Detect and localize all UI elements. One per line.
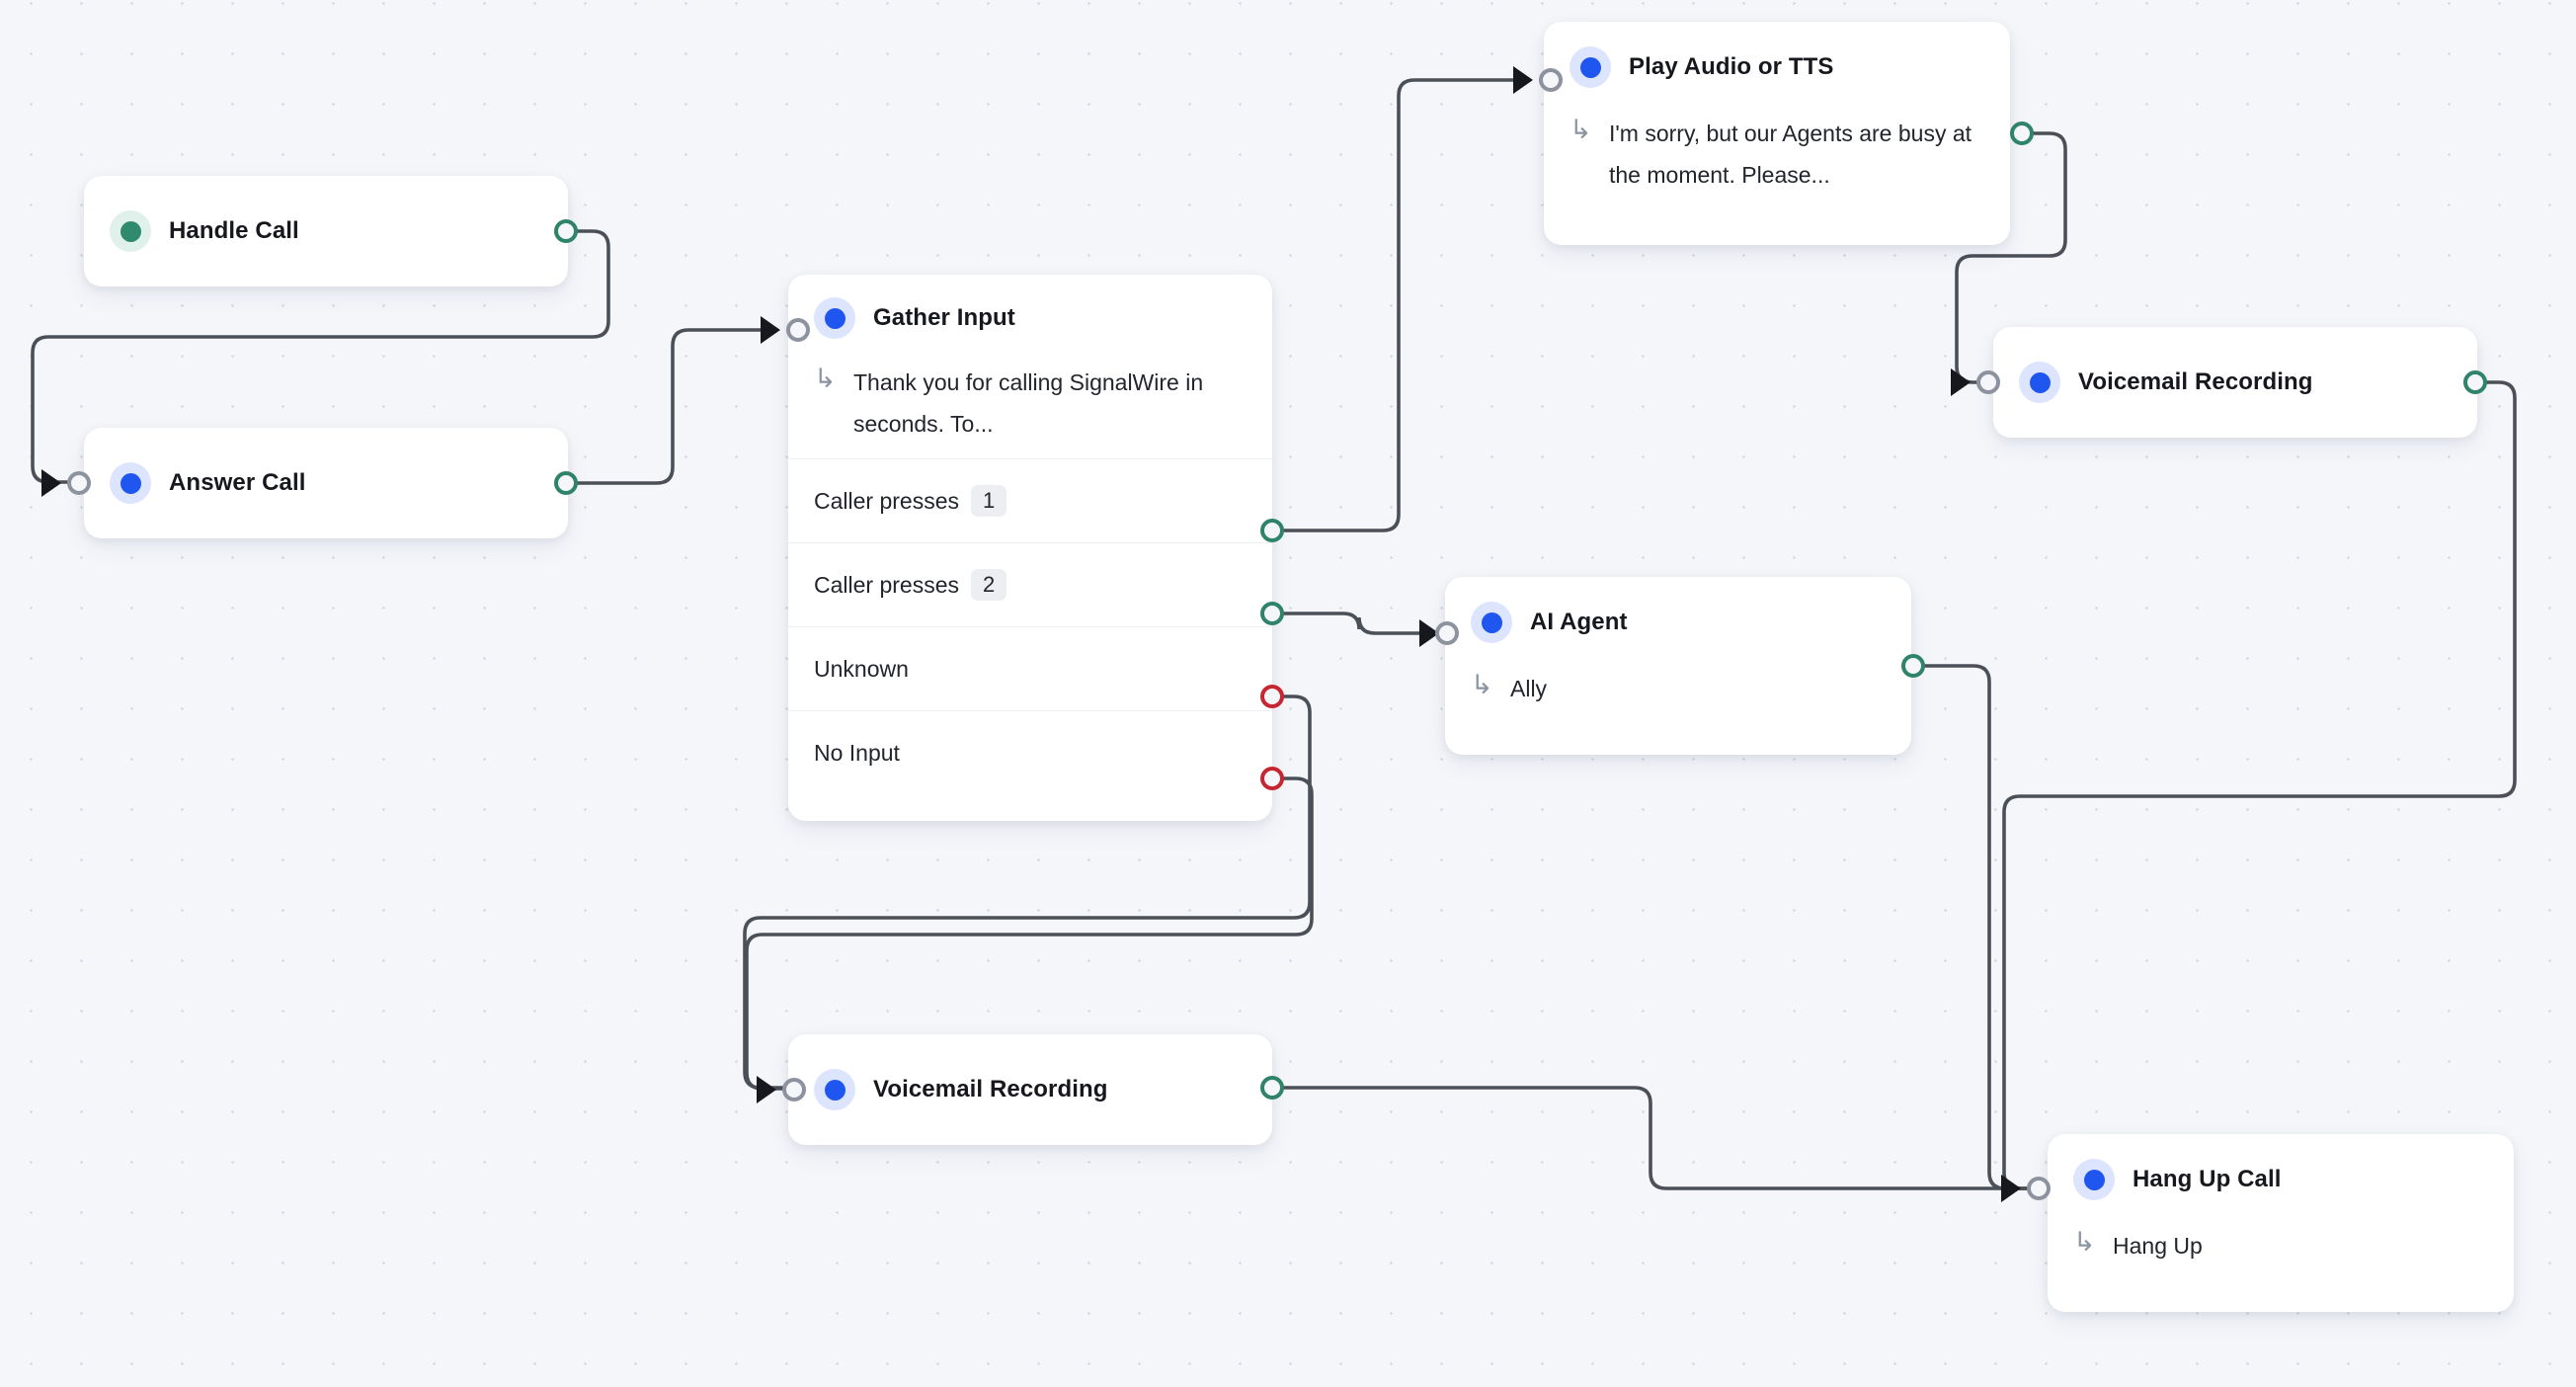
node-title: Hang Up Call <box>2133 1166 2282 1192</box>
edge-gather1-to-playaudio <box>1270 78 1515 532</box>
node-header: AI Agent <box>1445 577 1911 668</box>
output-port-ai-agent[interactable] <box>1901 654 1925 678</box>
node-dot-icon <box>814 297 855 339</box>
input-port-ai-agent[interactable] <box>1435 621 1459 645</box>
node-header: Play Audio or TTS <box>1544 22 2010 113</box>
node-dot-icon <box>1471 602 1512 643</box>
branch-arrow-icon: ↳ <box>814 364 837 393</box>
input-arrowhead-voicemail-bottom <box>757 1076 776 1103</box>
node-header: Hang Up Call <box>2048 1134 2514 1225</box>
node-handle-call[interactable]: Handle Call <box>84 176 568 286</box>
branch-arrow-icon: ↳ <box>1471 670 1493 699</box>
node-subtitle: I'm sorry, but our Agents are busy at th… <box>1609 121 1972 188</box>
node-subtitle: Hang Up <box>2113 1233 2203 1259</box>
edge-gather2-to-aiagent <box>1270 612 1431 635</box>
node-subtitle-row: ↳ Hang Up <box>2048 1225 2514 1266</box>
output-port-voicemail-right[interactable] <box>2463 370 2487 394</box>
node-title: Answer Call <box>169 469 306 496</box>
output-row[interactable]: No Input <box>788 711 1272 795</box>
input-port-voicemail-right[interactable] <box>1976 370 2000 394</box>
edge-voicemail-right-to-hangup <box>2002 380 2517 1190</box>
edge-answercall-to-gatherinput <box>564 328 763 485</box>
node-dot-icon <box>1570 46 1611 88</box>
output-row[interactable]: Caller presses 1 <box>788 459 1272 543</box>
input-port-voicemail-bottom[interactable] <box>782 1078 806 1101</box>
node-hang-up-call[interactable]: Hang Up Call ↳ Hang Up <box>2048 1134 2514 1312</box>
input-port-play-audio[interactable] <box>1539 68 1563 92</box>
input-arrowhead-gather-input <box>761 316 780 344</box>
node-title: AI Agent <box>1530 609 1628 635</box>
node-subtitle: Thank you for calling SignalWire in seco… <box>853 369 1204 437</box>
output-port-voicemail-bottom[interactable] <box>1260 1076 1284 1100</box>
output-row-label: Caller presses <box>814 571 959 598</box>
node-header: Gather Input <box>788 275 1272 362</box>
output-port-play-audio[interactable] <box>2010 122 2034 145</box>
output-row-label: No Input <box>814 740 900 766</box>
node-dot-icon <box>814 1069 855 1110</box>
node-title: Play Audio or TTS <box>1629 53 1834 80</box>
node-title: Voicemail Recording <box>2078 368 2313 395</box>
input-port-answer-call[interactable] <box>67 471 91 495</box>
node-header: Handle Call <box>84 176 568 286</box>
output-port-handle-call[interactable] <box>554 219 578 243</box>
edge-voicemail-bottom-to-hangup <box>1270 1086 2029 1190</box>
output-port-answer-call[interactable] <box>554 471 578 495</box>
input-arrowhead-voicemail-right <box>1951 368 1971 396</box>
output-port-no-input[interactable] <box>1260 767 1284 790</box>
node-subtitle-row: ↳ Ally <box>1445 668 1911 709</box>
output-row-badge: 2 <box>971 569 1007 601</box>
output-row[interactable]: Unknown <box>788 627 1272 711</box>
node-header: Answer Call <box>84 428 568 538</box>
node-dot-icon <box>2019 362 2060 403</box>
node-title: Handle Call <box>169 217 299 244</box>
output-port-unknown[interactable] <box>1260 685 1284 708</box>
node-answer-call[interactable]: Answer Call <box>84 428 568 538</box>
node-gather-input[interactable]: Gather Input ↳ Thank you for calling Sig… <box>788 275 1272 821</box>
node-dot-icon <box>2073 1159 2115 1200</box>
edge-aiagent-to-hangup <box>1923 664 2029 1190</box>
node-play-audio-or-tts[interactable]: Play Audio or TTS ↳ I'm sorry, but our A… <box>1544 22 2010 245</box>
node-header: Voicemail Recording <box>788 1034 1272 1145</box>
node-ai-agent[interactable]: AI Agent ↳ Ally <box>1445 577 1911 755</box>
node-voicemail-recording-right[interactable]: Voicemail Recording <box>1993 327 2477 438</box>
input-port-gather-input[interactable] <box>786 318 810 342</box>
branch-arrow-icon: ↳ <box>1570 115 1592 144</box>
output-port-caller-presses-1[interactable] <box>1260 519 1284 542</box>
output-row[interactable]: Caller presses 2 <box>788 543 1272 627</box>
output-row-label: Unknown <box>814 655 909 682</box>
node-voicemail-recording-bottom[interactable]: Voicemail Recording <box>788 1034 1272 1145</box>
node-subtitle-row: ↳ Thank you for calling SignalWire in se… <box>788 362 1272 458</box>
node-subtitle: Ally <box>1510 676 1548 701</box>
input-arrowhead-hang-up-call <box>2001 1175 2021 1202</box>
output-row-label: Caller presses <box>814 487 959 514</box>
input-arrowhead-play-audio <box>1513 66 1533 94</box>
input-arrowhead-answer-call <box>41 469 61 497</box>
output-port-caller-presses-2[interactable] <box>1260 602 1284 625</box>
branch-arrow-icon: ↳ <box>2073 1227 2096 1257</box>
node-title: Voicemail Recording <box>873 1076 1108 1102</box>
node-title: Gather Input <box>873 304 1015 331</box>
input-port-hang-up-call[interactable] <box>2027 1177 2051 1200</box>
node-output-rows: Caller presses 1 Caller presses 2 Unknow… <box>788 458 1272 795</box>
node-subtitle-row: ↳ I'm sorry, but our Agents are busy at … <box>1544 113 2010 196</box>
node-header: Voicemail Recording <box>1993 327 2477 438</box>
node-dot-icon <box>110 462 151 504</box>
node-dot-icon <box>110 210 151 252</box>
output-row-badge: 1 <box>971 485 1007 517</box>
